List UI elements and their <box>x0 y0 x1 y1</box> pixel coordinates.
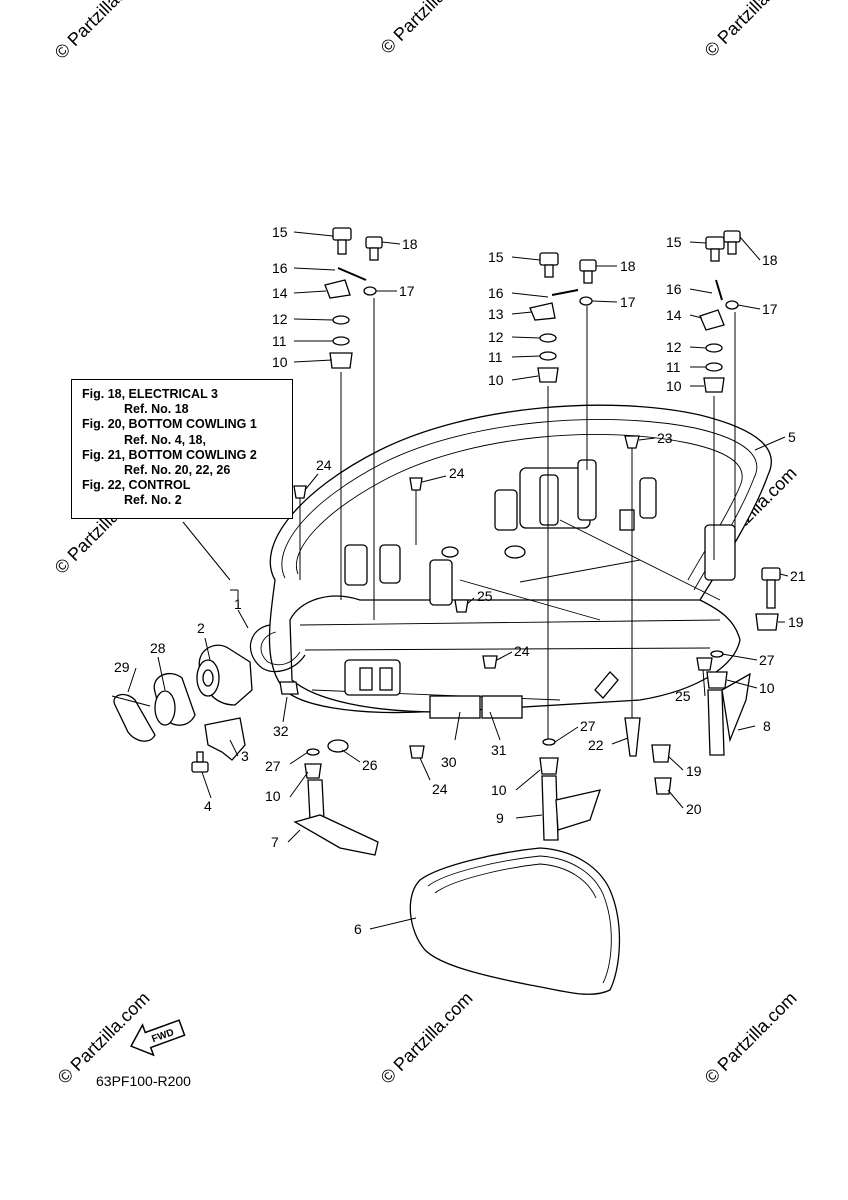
callout: 27 <box>759 652 775 668</box>
fwd-arrow: FWD <box>130 1019 186 1057</box>
reference-box: Fig. 18, ELECTRICAL 3 Ref. No. 18 Fig. 2… <box>71 379 293 519</box>
callout: 15 <box>272 224 288 240</box>
callout: 11 <box>272 333 287 349</box>
callout: 7 <box>271 834 279 850</box>
callout: 30 <box>441 754 457 770</box>
callout: 32 <box>273 723 289 739</box>
callout: 13 <box>488 306 504 322</box>
watermark: © Partzilla.com <box>701 0 801 61</box>
diagram-code: 63PF100-R200 <box>96 1073 191 1089</box>
callout: 6 <box>354 921 362 937</box>
bottom-gasket-6 <box>409 847 621 995</box>
callout: 18 <box>620 258 636 274</box>
watermark: © Partzilla.com <box>377 0 477 58</box>
callout: 12 <box>488 329 504 345</box>
callout: 14 <box>666 307 682 323</box>
callout: 24 <box>316 457 332 473</box>
callout: 19 <box>686 763 702 779</box>
callout: 2 <box>197 620 205 636</box>
callout: 27 <box>265 758 281 774</box>
ref-no-line: Ref. No. 2 <box>124 493 182 508</box>
callout: 21 <box>790 568 806 584</box>
callout: 17 <box>762 301 778 317</box>
callout: 17 <box>399 283 415 299</box>
callout: 18 <box>402 236 418 252</box>
callout-labels: 15 18 16 14 17 12 11 10 15 18 16 17 13 1… <box>114 224 806 937</box>
callout: 26 <box>362 757 378 773</box>
ref-fig-line: Fig. 21, BOTTOM COWLING 2 <box>82 447 257 462</box>
callout: 22 <box>588 737 604 753</box>
ref-no-line: Ref. No. 18 <box>124 402 189 417</box>
right-parts <box>651 567 781 795</box>
callout: 3 <box>241 748 249 764</box>
callout: 27 <box>580 718 596 734</box>
callout: 29 <box>114 659 130 675</box>
callout: 10 <box>491 782 507 798</box>
callout: 18 <box>762 252 778 268</box>
ref-fig-line: Fig. 20, BOTTOM COWLING 1 <box>82 417 257 432</box>
callout: 8 <box>763 718 771 734</box>
callout: 10 <box>666 378 682 394</box>
callout: 10 <box>272 354 288 370</box>
ref-fig-line: Fig. 18, ELECTRICAL 3 <box>82 387 218 401</box>
callout: 5 <box>788 429 796 445</box>
callout: 25 <box>675 688 691 704</box>
plugs <box>293 435 641 759</box>
callout: 10 <box>488 372 504 388</box>
ref-no-line: Ref. No. 20, 22, 26 <box>124 463 231 478</box>
callout: 10 <box>759 680 775 696</box>
callout: 17 <box>620 294 636 310</box>
callout: 24 <box>449 465 465 481</box>
callout: 12 <box>272 311 288 327</box>
callout: 24 <box>514 643 530 659</box>
callout: 9 <box>496 810 504 826</box>
watermark: © Partzilla.com <box>377 988 477 1088</box>
ref-fig-line: Fig. 22, CONTROL <box>82 478 191 493</box>
callout: 11 <box>666 359 681 375</box>
bottom-cowling-drawing <box>268 404 772 719</box>
callout: 25 <box>477 588 493 604</box>
callout: 11 <box>488 349 503 365</box>
leader-lines <box>127 231 789 930</box>
callout: 14 <box>272 285 288 301</box>
ref-no-line: Ref. No. 4, 18, <box>124 432 206 447</box>
watermark: © Partzilla.com <box>701 988 801 1088</box>
callout: 28 <box>150 640 166 656</box>
callout: 1 <box>234 596 242 612</box>
watermark: © Partzilla.com <box>51 0 151 63</box>
hardware-right <box>699 230 741 560</box>
gasket-seal-1 <box>249 624 306 673</box>
callout: 15 <box>666 234 682 250</box>
callout: 12 <box>666 339 682 355</box>
callout: 24 <box>432 781 448 797</box>
callout: 31 <box>491 742 507 758</box>
callout: 16 <box>666 281 682 297</box>
bottom-parts <box>293 738 601 856</box>
callout: 23 <box>657 430 673 446</box>
callout: 4 <box>204 798 212 814</box>
callout: 10 <box>265 788 281 804</box>
callout: 20 <box>686 801 702 817</box>
callout: 15 <box>488 249 504 265</box>
callout: 19 <box>788 614 804 630</box>
left-parts <box>111 644 299 773</box>
hardware-middle <box>529 252 597 740</box>
callout: 16 <box>272 260 288 276</box>
callout: 16 <box>488 285 504 301</box>
